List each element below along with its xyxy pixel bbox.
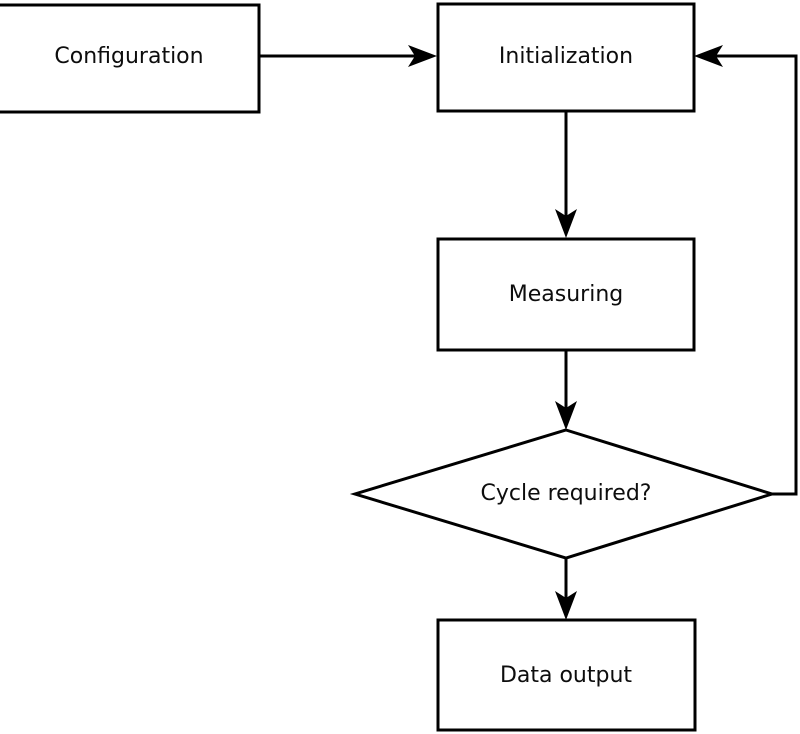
node-data-output[interactable]: Data output bbox=[436, 618, 697, 732]
node-cycle-required-label: Cycle required? bbox=[481, 481, 652, 506]
node-measuring[interactable]: Measuring bbox=[436, 237, 696, 352]
node-measuring-shape[interactable] bbox=[436, 237, 696, 352]
arrowhead-right-icon bbox=[408, 45, 437, 67]
arrowhead-down-icon bbox=[555, 401, 577, 430]
node-data-output-label: Data output bbox=[500, 663, 632, 688]
arrowhead-down-icon bbox=[555, 591, 577, 620]
node-initialization-label: Initialization bbox=[499, 44, 633, 69]
node-configuration-label: Configuration bbox=[54, 44, 203, 69]
edge-cycle-required-to-initialization-feedback bbox=[694, 45, 798, 496]
edge-configuration-to-initialization bbox=[259, 45, 437, 67]
node-measuring-label: Measuring bbox=[509, 282, 623, 307]
node-initialization[interactable]: Initialization bbox=[436, 2, 696, 113]
node-configuration[interactable]: Configuration bbox=[0, 3, 261, 114]
arrowhead-left-icon bbox=[694, 45, 723, 67]
node-cycle-required[interactable]: Cycle required? bbox=[349, 428, 778, 560]
node-initialization-shape[interactable] bbox=[436, 2, 696, 113]
node-configuration-shape[interactable] bbox=[0, 3, 261, 114]
edge-measuring-to-cycle-required bbox=[555, 350, 577, 430]
arrowhead-down-icon bbox=[555, 209, 577, 238]
node-data-output-shape[interactable] bbox=[436, 618, 697, 732]
edge-line-feedback-loop bbox=[705, 54, 798, 496]
node-cycle-required-shape[interactable] bbox=[349, 428, 778, 560]
edge-initialization-to-measuring bbox=[555, 111, 577, 238]
edge-cycle-required-to-data-output bbox=[555, 558, 577, 620]
